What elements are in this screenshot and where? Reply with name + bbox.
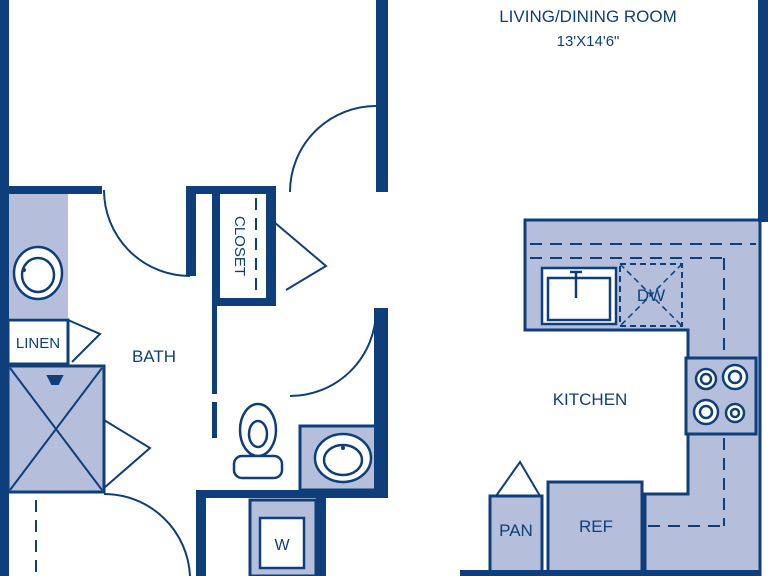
kitchen-label: KITCHEN xyxy=(553,390,628,409)
shower-x xyxy=(9,367,103,491)
kitchen-sink xyxy=(540,266,618,326)
cabinet-dashes xyxy=(35,198,756,576)
pantry-label: PAN xyxy=(499,521,533,540)
closet-label: CLOSET xyxy=(231,216,248,276)
pantry-box xyxy=(488,494,544,576)
stove-burners xyxy=(692,363,749,426)
living-dining-dimensions: 13'X14'6" xyxy=(557,33,620,50)
bath-sink-left xyxy=(12,245,64,301)
bath-sink-right xyxy=(313,432,373,484)
washer-box xyxy=(258,516,306,570)
bath-label: BATH xyxy=(132,347,176,366)
refrigerator-label: REF xyxy=(579,517,613,536)
washer-label: W xyxy=(274,537,290,554)
toilet xyxy=(232,402,284,480)
dishwasher xyxy=(619,263,683,327)
door-swings xyxy=(67,105,541,576)
refrigerator-box xyxy=(546,480,644,576)
living-dining-label: LIVING/DINING ROOM xyxy=(499,7,677,26)
linen-label: LINEN xyxy=(16,335,60,352)
dishwasher-label: DW xyxy=(637,286,665,305)
